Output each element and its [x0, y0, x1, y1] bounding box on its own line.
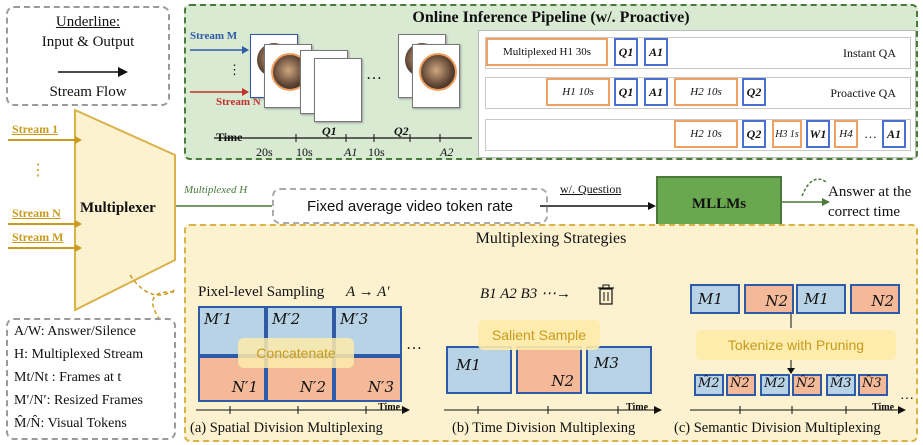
concatenate-label: Concatenate — [238, 338, 354, 368]
notation-key: A/W: Answer/Silence H: Multiplexed Strea… — [6, 318, 176, 440]
timeline-tick-10s: 10s — [296, 145, 313, 159]
frame-stack-3 — [314, 58, 362, 122]
timeline-tick-20s: 20s — [256, 145, 273, 159]
spatial-ellipsis: … — [406, 336, 422, 353]
vt-n2-b: N̂2 — [792, 374, 822, 396]
token-a1-c: A1 — [882, 120, 906, 148]
answer-label-2: correct time — [828, 204, 901, 220]
pixel-sampling-label: Pixel-level Sampling — [198, 284, 325, 300]
timeline-tick-10s-b: 10s — [368, 145, 385, 159]
sem-tile-n2: N2 — [744, 284, 794, 314]
time-tile-m1: M1 — [446, 346, 512, 394]
qa-row-instant: Multiplexed H1 30s Q1 A1 Instant QA — [485, 37, 911, 69]
vt-m2: M̂2 — [694, 374, 724, 396]
instant-qa-label: Instant QA — [843, 46, 896, 60]
vt-n2: N̂2 — [726, 374, 756, 396]
legend-stream-flow: Stream Flow — [49, 84, 127, 100]
token-rate-box: Fixed average video token rate — [272, 188, 548, 224]
tile-m1p: M′1 — [198, 306, 266, 356]
time-label-b: Time — [626, 402, 649, 413]
frame-n-later — [412, 44, 460, 108]
token-q2-c: Q2 — [742, 120, 766, 148]
frame-ellipsis: … — [366, 66, 382, 83]
semantic-arrow — [787, 314, 795, 374]
timeline-q2: Q2 — [394, 124, 409, 138]
key-resized: M′/N′: Resized Frames — [14, 393, 143, 408]
caption-spatial: (a) Spatial Division Multiplexing — [190, 420, 383, 436]
strategies-title: Multiplexing Strategies — [475, 230, 627, 247]
multiplexer-diagram — [8, 108, 176, 321]
token-q2: Q2 — [742, 78, 766, 106]
salient-sample-label: Salient Sample — [478, 320, 600, 350]
time-tile-n2: N2 — [516, 346, 582, 394]
vt-n3: N̂3 — [858, 374, 888, 396]
time-sequence: B1 A2 B3 ⋯→ — [480, 286, 571, 302]
sem-tile-m1: M1 — [690, 284, 740, 314]
token-w1: W1 — [806, 120, 830, 148]
tile-m2p: M′2 — [266, 306, 334, 356]
legend-box: Underline: Input & Output Stream Flow — [6, 6, 170, 106]
stream-1-label: Stream 1 — [12, 122, 59, 136]
key-multiplexed-stream: H: Multiplexed Stream — [14, 347, 144, 362]
caption-time: (b) Time Division Multiplexing — [452, 420, 636, 436]
key-frames: Mt/Nt : Frames at t — [14, 370, 122, 385]
proactive-qa-label: Proactive QA — [830, 86, 896, 100]
key-answer-silence: A/W: Answer/Silence — [14, 324, 136, 339]
timeline-q1: Q1 — [322, 124, 337, 138]
token-h2-c: H2 10s — [674, 120, 738, 148]
qa-panel: Multiplexed H1 30s Q1 A1 Instant QA H1 1… — [478, 30, 916, 158]
pipeline-timeline — [214, 134, 472, 142]
stream-dots: ⋮ — [30, 162, 46, 179]
time-label-c: Time — [872, 402, 895, 413]
flow-arrow-icon — [58, 67, 128, 77]
answer-label-1: Answer at the — [828, 184, 912, 200]
stream-m-label: Stream M — [12, 230, 64, 244]
token-h4: H4 — [834, 120, 858, 148]
caption-semantic: (c) Semantic Division Multiplexing — [674, 420, 881, 436]
stream-frame-dots: ⋮ — [228, 62, 241, 77]
token-q1: Q1 — [614, 38, 638, 66]
token-h3: H3 1s — [772, 120, 802, 148]
time-label-a: Time — [378, 402, 401, 413]
qa-row-proactive: H1 10s Q1 A1 H2 10s Q2 Proactive QA — [485, 77, 911, 109]
multiplexed-h-label: Multiplexed H — [184, 184, 248, 196]
pipeline-title: Online Inference Pipeline (w/. Proactive… — [412, 9, 690, 26]
stream-n-input: Stream N — [216, 96, 261, 108]
sem-tile-m1-b: M1 — [796, 284, 846, 314]
timeline-a2: A2 — [440, 145, 454, 159]
sem-tile-n2-b: N2 — [850, 284, 900, 314]
token-a1: A1 — [644, 38, 668, 66]
token-h2: H2 10s — [674, 78, 738, 106]
vt-m2-b: M̂2 — [760, 374, 790, 396]
tokenize-label: Tokenize with Pruning — [696, 330, 896, 360]
stream-arrows — [190, 46, 249, 96]
time-tile-m3: M3 — [586, 346, 652, 394]
token-ellipsis: … — [864, 126, 877, 141]
trash-icon — [598, 284, 614, 305]
mllm-box: MLLMs — [656, 176, 782, 232]
stream-m-input: Stream M — [190, 30, 238, 42]
qa-row-silence: H2 10s Q2 H3 1s W1 H4 … A1 — [485, 119, 911, 151]
token-q1-b: Q1 — [614, 78, 638, 106]
vt-m3: M̂3 — [826, 374, 856, 396]
token-a1-b: A1 — [644, 78, 668, 106]
timeline-time-label: Time — [216, 130, 243, 144]
answer-arrow — [782, 178, 830, 206]
semantic-ellipsis: … — [900, 388, 914, 403]
multiplexer-label: Multiplexer — [80, 200, 156, 216]
token-multiplexed-h1: Multiplexed H1 30s — [486, 38, 608, 66]
strategy-time-axes — [196, 406, 906, 414]
stream-n-label: Stream N — [12, 206, 61, 220]
pixel-formula: A → A′ — [346, 284, 390, 300]
key-visual-tokens: M̂/N̂: Visual Tokens — [14, 416, 127, 431]
legend-underline-title: Underline: — [55, 14, 121, 30]
timeline-a1: A1 — [344, 145, 358, 159]
token-h1: H1 10s — [546, 78, 610, 106]
middle-flow-arrows — [176, 202, 656, 210]
with-question-label: w/. Question — [560, 182, 622, 196]
tile-m3p: M′3 — [334, 306, 402, 356]
legend-underline-desc: Input & Output — [41, 34, 135, 50]
